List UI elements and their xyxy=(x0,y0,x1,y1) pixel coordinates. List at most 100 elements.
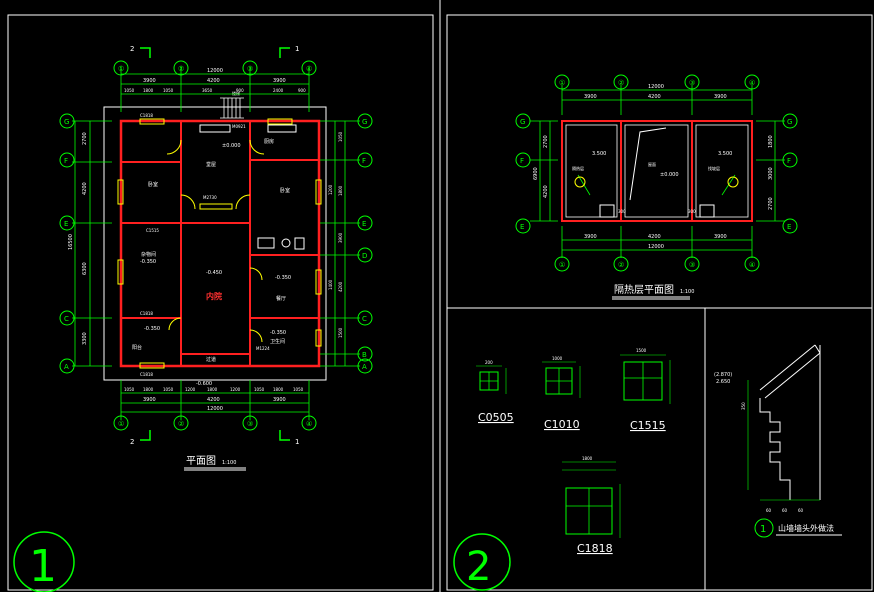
c1515-dim: 1500 xyxy=(636,348,647,353)
door-swing xyxy=(249,139,265,155)
wall-dim-6: 60 xyxy=(798,508,804,513)
dim-left-total: 16500 xyxy=(68,234,74,250)
level-storage: -0.350 xyxy=(140,259,156,265)
insul-level-3: 3.500 xyxy=(718,151,732,157)
insul-level-1: 3.500 xyxy=(592,151,606,157)
door-swing xyxy=(235,194,251,210)
detail-number-circle xyxy=(754,518,774,538)
wall-dim-4: 60 xyxy=(766,508,772,513)
dim-top-r2-6: 2400 xyxy=(273,88,284,93)
dim-left-3: 6300 xyxy=(82,262,88,275)
insul-axis-e-right: E xyxy=(787,223,791,231)
insul-opening-1: 300 xyxy=(618,209,626,214)
insul-axis-x2: ② xyxy=(618,79,624,87)
insul-axis-f: F xyxy=(520,157,524,165)
axis-label-e-right: E xyxy=(362,220,366,228)
insul-dim-total-top: 12000 xyxy=(648,84,664,90)
dim-bot-r2-3: 3900 xyxy=(273,397,286,403)
dim-top-r2-5: 900 xyxy=(236,88,244,93)
insul-scale: 1:100 xyxy=(680,289,694,295)
axis-label-c-right: C xyxy=(362,315,367,323)
axis-label-f-right: F xyxy=(362,157,366,165)
insul-axis-g: G xyxy=(520,118,525,126)
axis-label-x2: ② xyxy=(178,65,184,73)
level-toilet: -0.350 xyxy=(270,330,286,336)
section-mark-2-bottom: 2 xyxy=(130,438,134,446)
wall-dim-1: (2.870) xyxy=(714,372,732,378)
axis-label-a-right: A xyxy=(362,363,367,371)
wall-dim-3: 350 xyxy=(741,402,746,410)
axis-label-x2-bottom: ② xyxy=(178,420,184,428)
insulation-walls xyxy=(561,120,753,222)
counter xyxy=(199,124,231,133)
axis-label-x1-bottom: ① xyxy=(118,420,124,428)
dim-right-3: 3900 xyxy=(338,232,343,243)
dim-top-2: 4200 xyxy=(207,78,220,84)
wall-detail-title: 山墙墙头外做法 xyxy=(778,523,834,533)
dim-right-2: 1800 xyxy=(338,185,343,196)
sheet2-number: 2 xyxy=(466,544,491,590)
insul-note-1: 屋面 xyxy=(648,161,656,167)
window xyxy=(139,362,165,369)
dim-left-4: 3300 xyxy=(82,332,88,345)
level-left-low: -0.350 xyxy=(144,326,160,332)
window xyxy=(117,179,124,205)
room-toilet-label: 卫生间 xyxy=(270,338,285,345)
insul-axis-x4-bottom: ④ xyxy=(749,261,755,269)
c0505-dim: 200 xyxy=(485,360,493,365)
door-swing xyxy=(249,267,263,281)
room-veranda-label: 阳台 xyxy=(132,344,142,351)
dim-bot-r1-9: 1050 xyxy=(293,387,304,392)
dim-bot-r1-7: 1050 xyxy=(254,387,265,392)
c0505-label: C0505 xyxy=(478,411,514,424)
level-outside: -0.600 xyxy=(196,381,212,387)
dim-top-3: 3900 xyxy=(273,78,286,84)
counter xyxy=(267,124,297,133)
section-mark-1-bottom: 1 xyxy=(295,438,299,446)
level-hall: ±0.000 xyxy=(222,143,241,149)
room-bedroom-left-label: 卧室 xyxy=(148,181,158,188)
room-courtyard-label: 内院 xyxy=(206,291,222,301)
dim-bot-r1-2: 1800 xyxy=(143,387,154,392)
axis-label-b-right: B xyxy=(362,351,367,359)
axis-label-x1: ① xyxy=(118,65,124,73)
room-storage-label: 杂物间 xyxy=(141,251,156,258)
sheet1-number: 1 xyxy=(29,541,57,592)
dim-top-r2-3: 1050 xyxy=(163,88,174,93)
insul-axis-e: E xyxy=(520,223,524,231)
dim-bot-r2-1: 3900 xyxy=(143,397,156,403)
insulation-plan: 3.500 ±0.000 3.500 屋面 隔热层 找坡层 300 300 xyxy=(515,74,798,300)
door-code: M0921 xyxy=(232,124,246,129)
door-code: M1224 xyxy=(256,346,270,351)
insul-axis-x1-bottom: ① xyxy=(559,261,565,269)
window-code: C1818 xyxy=(140,311,153,316)
section-mark-2-top: 2 xyxy=(130,45,134,53)
plan-title: 平面图 xyxy=(186,455,216,467)
dim-bot-r1-6: 1200 xyxy=(230,387,241,392)
axis-label-g: G xyxy=(64,118,69,126)
fixture xyxy=(257,237,275,249)
insul-dim-left-2: 4200 xyxy=(543,185,549,198)
insul-opening-2: 300 xyxy=(688,209,696,214)
dim-top-r2-7: 900 xyxy=(298,88,306,93)
room-bedroom-right-label: 卧室 xyxy=(280,187,290,194)
c1515-label: C1515 xyxy=(630,419,666,432)
axis-label-x3-bottom: ③ xyxy=(247,420,253,428)
room-dining-label: 餐厅 xyxy=(276,295,286,302)
sheet2-number-circle xyxy=(453,533,511,591)
dimension-lines xyxy=(72,66,360,420)
dim-top-1: 3900 xyxy=(143,78,156,84)
dim-right-4: 4200 xyxy=(338,281,343,292)
c1818-dim: 1800 xyxy=(582,456,593,461)
axis-label-c: C xyxy=(64,315,69,323)
roof-line xyxy=(814,344,821,354)
window xyxy=(117,259,124,285)
roof-line xyxy=(764,352,821,399)
insul-axis-x4: ④ xyxy=(749,79,755,87)
insul-dim-top-1: 3900 xyxy=(584,94,597,100)
dim-bot-r1-4: 1200 xyxy=(185,387,196,392)
insul-note-2: 隔热层 xyxy=(572,165,584,171)
dim-right-7: 1400 xyxy=(328,279,333,290)
insul-dim-left-total: 6900 xyxy=(533,167,539,180)
drain-circle xyxy=(727,176,739,188)
